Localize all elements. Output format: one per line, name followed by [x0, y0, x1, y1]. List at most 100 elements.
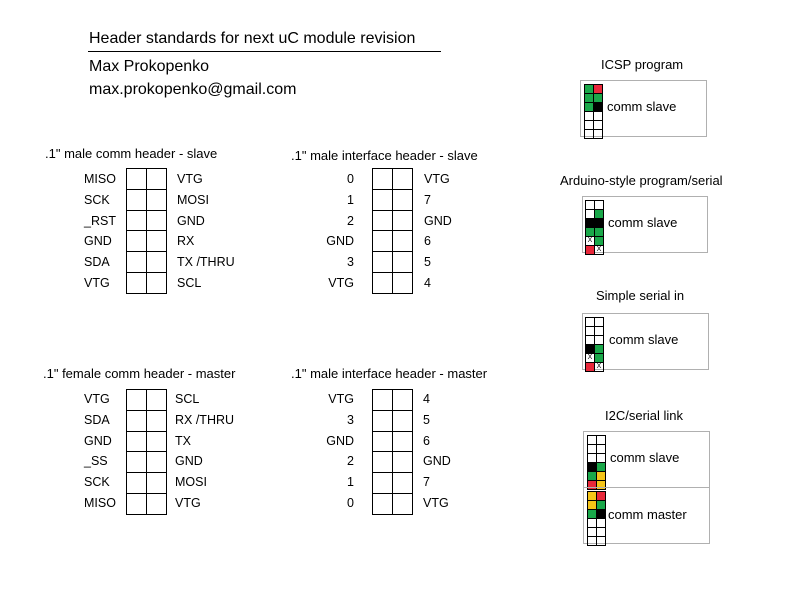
pin-label: 7 — [423, 475, 430, 490]
pin-label: 5 — [423, 412, 430, 427]
mini-pin-cell — [594, 121, 603, 130]
mini-pin-cell — [586, 336, 595, 345]
mini-pin-cell — [586, 327, 595, 336]
mini-pin-cell — [588, 501, 597, 510]
pin-label: GND — [424, 213, 452, 228]
author-email: max.prokopenko@gmail.com — [89, 81, 297, 98]
pin-label: GND — [423, 454, 451, 469]
mini-pin-cell: X — [586, 237, 595, 246]
slave-interface-right-labels: VTG 7 GND 6 5 4 — [424, 169, 452, 294]
master-interface-pin-grid — [372, 389, 413, 515]
mini-pin-cell — [588, 445, 597, 454]
mini-pin-cell — [588, 481, 597, 490]
pin-label: SDA — [84, 255, 110, 270]
pin-label: 6 — [423, 433, 430, 448]
pin-label: GND — [326, 433, 354, 448]
mini-pin-cell — [594, 85, 603, 94]
pin-label: MISO — [84, 495, 116, 510]
pin-label: VTG — [328, 392, 354, 406]
icsp-label: comm slave — [607, 99, 677, 114]
mini-pin-cell — [588, 537, 597, 546]
mini-pin-cell — [597, 463, 606, 472]
mini-pin-cell — [585, 112, 594, 121]
slave-comm-right-labels: VTG MOSI GND RX TX /THRU SCL — [177, 169, 235, 294]
i2c-master-label: comm master — [608, 507, 687, 522]
mini-pin-cell — [586, 363, 595, 372]
slave-comm-left-labels: MISO SCK _RST GND SDA VTG — [84, 169, 116, 294]
mini-pin-cell — [594, 112, 603, 121]
simple-serial-title: Simple serial in — [596, 288, 685, 303]
mini-pin-cell — [597, 528, 606, 537]
pin-label: 4 — [423, 392, 430, 406]
pin-label: 0 — [347, 172, 354, 186]
pin-label: 0 — [347, 495, 354, 510]
mini-pin-cell — [595, 354, 604, 363]
i2c-title: I2C/serial link — [605, 408, 684, 423]
mini-pin-cell — [597, 436, 606, 445]
pin-label: GND — [326, 234, 354, 249]
mini-pin-cell: X — [595, 246, 604, 255]
pin-label: 6 — [424, 234, 431, 249]
mini-pin-cell — [595, 219, 604, 228]
pin-label: GND — [84, 234, 112, 249]
mini-pin-cell — [586, 210, 595, 219]
mini-pin-cell — [588, 463, 597, 472]
pin-label: VTG — [175, 495, 201, 510]
mini-pin-cell — [595, 201, 604, 210]
mini-pin-cell — [588, 528, 597, 537]
pin-label: MISO — [84, 172, 116, 186]
mini-pin-cell — [585, 94, 594, 103]
mini-pin-cell — [595, 228, 604, 237]
mini-pin-cell — [588, 472, 597, 481]
mini-pin-cell — [597, 472, 606, 481]
mini-pin-cell — [586, 345, 595, 354]
pin-label: 3 — [347, 255, 354, 270]
mini-pin-cell — [586, 318, 595, 327]
mini-pin-cell — [588, 510, 597, 519]
mini-pin-cell — [585, 103, 594, 112]
i2c-slave-label: comm slave — [610, 450, 680, 465]
pin-label: TX — [175, 433, 191, 448]
pin-label: VTG — [84, 392, 110, 406]
master-comm-left-labels: VTG SDA GND _SS SCK MISO — [84, 389, 116, 514]
slave-comm-header-title: .1" male comm header - slave — [45, 146, 218, 161]
pin-label: VTG — [328, 275, 354, 290]
slave-interface-pin-grid — [372, 168, 413, 294]
pin-label: RX /THRU — [175, 412, 235, 427]
pin-label: 7 — [424, 192, 431, 207]
mini-pin-cell — [586, 246, 595, 255]
arduino-label: comm slave — [608, 215, 678, 230]
mini-pin-cell — [597, 519, 606, 528]
mini-pin-cell — [595, 336, 604, 345]
pin-label: VTG — [177, 172, 203, 186]
mini-pin-cell — [586, 228, 595, 237]
pin-label: 2 — [347, 213, 354, 228]
mini-pin-cell — [597, 445, 606, 454]
master-interface-right-labels: 4 5 6 GND 7 VTG — [423, 389, 451, 514]
icsp-box — [580, 80, 707, 137]
mini-pin-cell — [585, 121, 594, 130]
pin-label: 1 — [347, 192, 354, 207]
slave-comm-pin-grid — [126, 168, 167, 294]
mini-pin-cell — [585, 85, 594, 94]
pin-label: 1 — [347, 475, 354, 490]
mini-pin-cell — [595, 318, 604, 327]
pin-label: MOSI — [175, 475, 207, 490]
mini-pin-cell — [585, 130, 594, 139]
pin-label: VTG — [423, 495, 449, 510]
simple-serial-box — [582, 313, 709, 370]
arduino-title: Arduino-style program/serial — [560, 173, 723, 188]
title-underline — [88, 51, 441, 52]
pin-label: VTG — [84, 275, 110, 290]
i2c-slave-mini-grid — [587, 435, 606, 490]
pin-label: _RST — [84, 213, 116, 228]
arduino-box — [582, 196, 708, 253]
mini-pin-cell: X — [595, 363, 604, 372]
mini-pin-cell — [597, 510, 606, 519]
mini-pin-cell — [594, 130, 603, 139]
page-title: Header standards for next uC module revi… — [89, 30, 416, 47]
pin-label: SDA — [84, 412, 110, 427]
mini-pin-cell — [597, 537, 606, 546]
